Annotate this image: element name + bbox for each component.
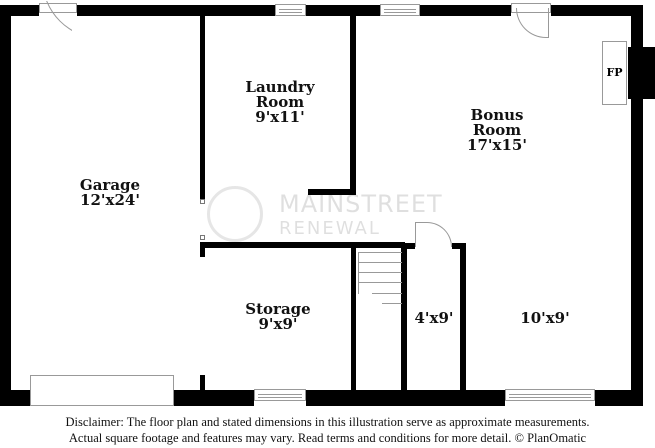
wall-right-fp-inner (628, 58, 643, 88)
wall-garage-laundry (200, 5, 205, 199)
room-label-room-sw: 10'x9' (520, 309, 570, 327)
window-bonus (380, 4, 420, 16)
door-swing-bonus (516, 8, 549, 38)
wall-garage-storage-lower (200, 375, 205, 395)
wall-left (0, 5, 11, 406)
wall-top-left (0, 5, 39, 16)
wall-closet-room (460, 243, 466, 393)
room-label-closet: 4'x9' (414, 309, 454, 327)
door-jamb-garage-storage (200, 235, 205, 240)
wall-right-upper (631, 5, 643, 50)
room-label-garage: Garage 12'x24' (79, 176, 141, 209)
watermark-text-line2: RENEWAL (279, 218, 381, 239)
wall-right-lower (631, 96, 643, 406)
wall-bottom-left (0, 390, 30, 406)
wall-bottom-right (595, 390, 643, 406)
fireplace-label: FP (606, 66, 623, 79)
wall-top-mid1 (77, 5, 275, 16)
wall-top-mid3 (420, 5, 511, 16)
wall-closet-top-right (452, 243, 466, 249)
window-room-sw (505, 389, 595, 401)
window-storage (254, 389, 306, 401)
door-jamb-garage-laundry (200, 199, 205, 204)
wall-closet-top-left (401, 243, 415, 249)
watermark-logo: MAINSTREET RENEWAL (207, 186, 467, 242)
room-label-storage: Storage 9'x9' (245, 300, 311, 333)
wall-bottom-mid2 (306, 390, 505, 406)
disclaimer-line2: Actual square footage and features may v… (68, 431, 587, 445)
room-label-laundry: Laundry Room 9'x11' (245, 78, 315, 126)
disclaimer-line1: Disclaimer: The floor plan and stated di… (65, 415, 590, 429)
watermark-text-line1: MAINSTREET (279, 190, 443, 218)
wall-laundry-bonus (350, 5, 356, 195)
fireplace (602, 41, 627, 105)
staircase (358, 252, 402, 306)
room-label-bonus: Bonus Room 17'x15' (467, 106, 527, 154)
wall-storage-top (200, 242, 405, 248)
wall-bottom-mid1 (174, 390, 254, 406)
watermark-circle-icon (207, 186, 263, 242)
disclaimer: Disclaimer: The floor plan and stated di… (0, 414, 655, 446)
garage-door[interactable] (30, 375, 174, 406)
wall-stairs-closet (401, 243, 407, 393)
wall-garage-storage-upper (200, 242, 205, 257)
window-laundry (275, 4, 306, 16)
wall-top-mid2 (306, 5, 380, 16)
wall-top-right (551, 5, 643, 16)
wall-laundry-stub (308, 189, 356, 195)
wall-storage-stairs (351, 245, 356, 393)
